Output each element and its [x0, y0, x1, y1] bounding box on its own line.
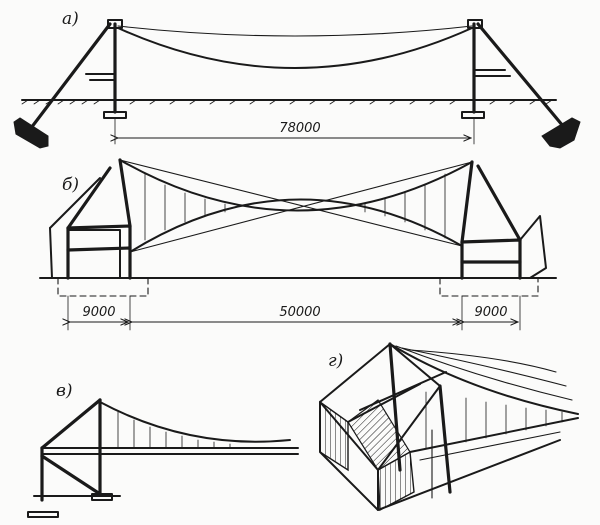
panel-b: б) — [39, 158, 557, 331]
roof-cable-4 — [409, 349, 557, 373]
span-dimension-a: 78000 — [279, 121, 320, 136]
diagonal-ties — [119, 159, 473, 253]
left-pylon-saddle — [107, 19, 123, 29]
left-raking-strut — [66, 166, 112, 230]
main-cable-lower — [117, 27, 473, 69]
right-bay-dimension: 9000 — [474, 305, 507, 320]
right-raking-strut — [476, 164, 522, 242]
left-annex — [49, 227, 121, 279]
mast-footing — [91, 493, 113, 501]
main-cable-upper — [117, 25, 473, 37]
left-anchor-block — [13, 117, 49, 149]
panel-v-label: в) — [56, 381, 73, 401]
panel-b-label: б) — [62, 175, 79, 195]
wall-studs — [425, 391, 563, 449]
rear-footing — [27, 511, 59, 518]
panel-a-label: а) — [62, 9, 79, 29]
main-span-dimension: 50000 — [279, 305, 320, 320]
right-foundation — [461, 111, 485, 119]
left-bay-dimension: 9000 — [82, 305, 115, 320]
roof-cable-2 — [395, 345, 573, 401]
left-footing — [57, 277, 149, 297]
hangers — [144, 173, 446, 241]
right-backstay — [476, 22, 570, 134]
compression-arch — [129, 198, 463, 253]
backstay — [40, 398, 102, 450]
right-mast — [460, 160, 474, 244]
right-anchor-block — [541, 117, 581, 149]
left-foundation — [103, 111, 127, 119]
suspension-cable — [99, 401, 291, 443]
ground-edge — [377, 439, 561, 511]
ground-hatching — [21, 99, 553, 105]
mast-left — [388, 342, 402, 472]
roof-cable-3 — [401, 347, 567, 387]
left-mast — [118, 158, 132, 228]
mast-right — [438, 384, 452, 494]
roof-eave — [409, 417, 579, 453]
panel-g: г) — [319, 342, 579, 512]
right-annex — [460, 238, 522, 280]
roof-beam — [41, 447, 299, 455]
end-wall-left — [319, 400, 349, 472]
roof-cable-1 — [389, 343, 579, 415]
right-pylon-saddle — [467, 19, 483, 29]
suspension-cable-top — [119, 159, 473, 212]
hangers — [117, 411, 231, 449]
panel-g-label: г) — [328, 351, 343, 371]
panel-a: а) 78000 — [13, 9, 581, 149]
panel-v: в) — [27, 381, 299, 518]
right-footing — [439, 277, 539, 297]
left-backstay — [26, 22, 112, 134]
